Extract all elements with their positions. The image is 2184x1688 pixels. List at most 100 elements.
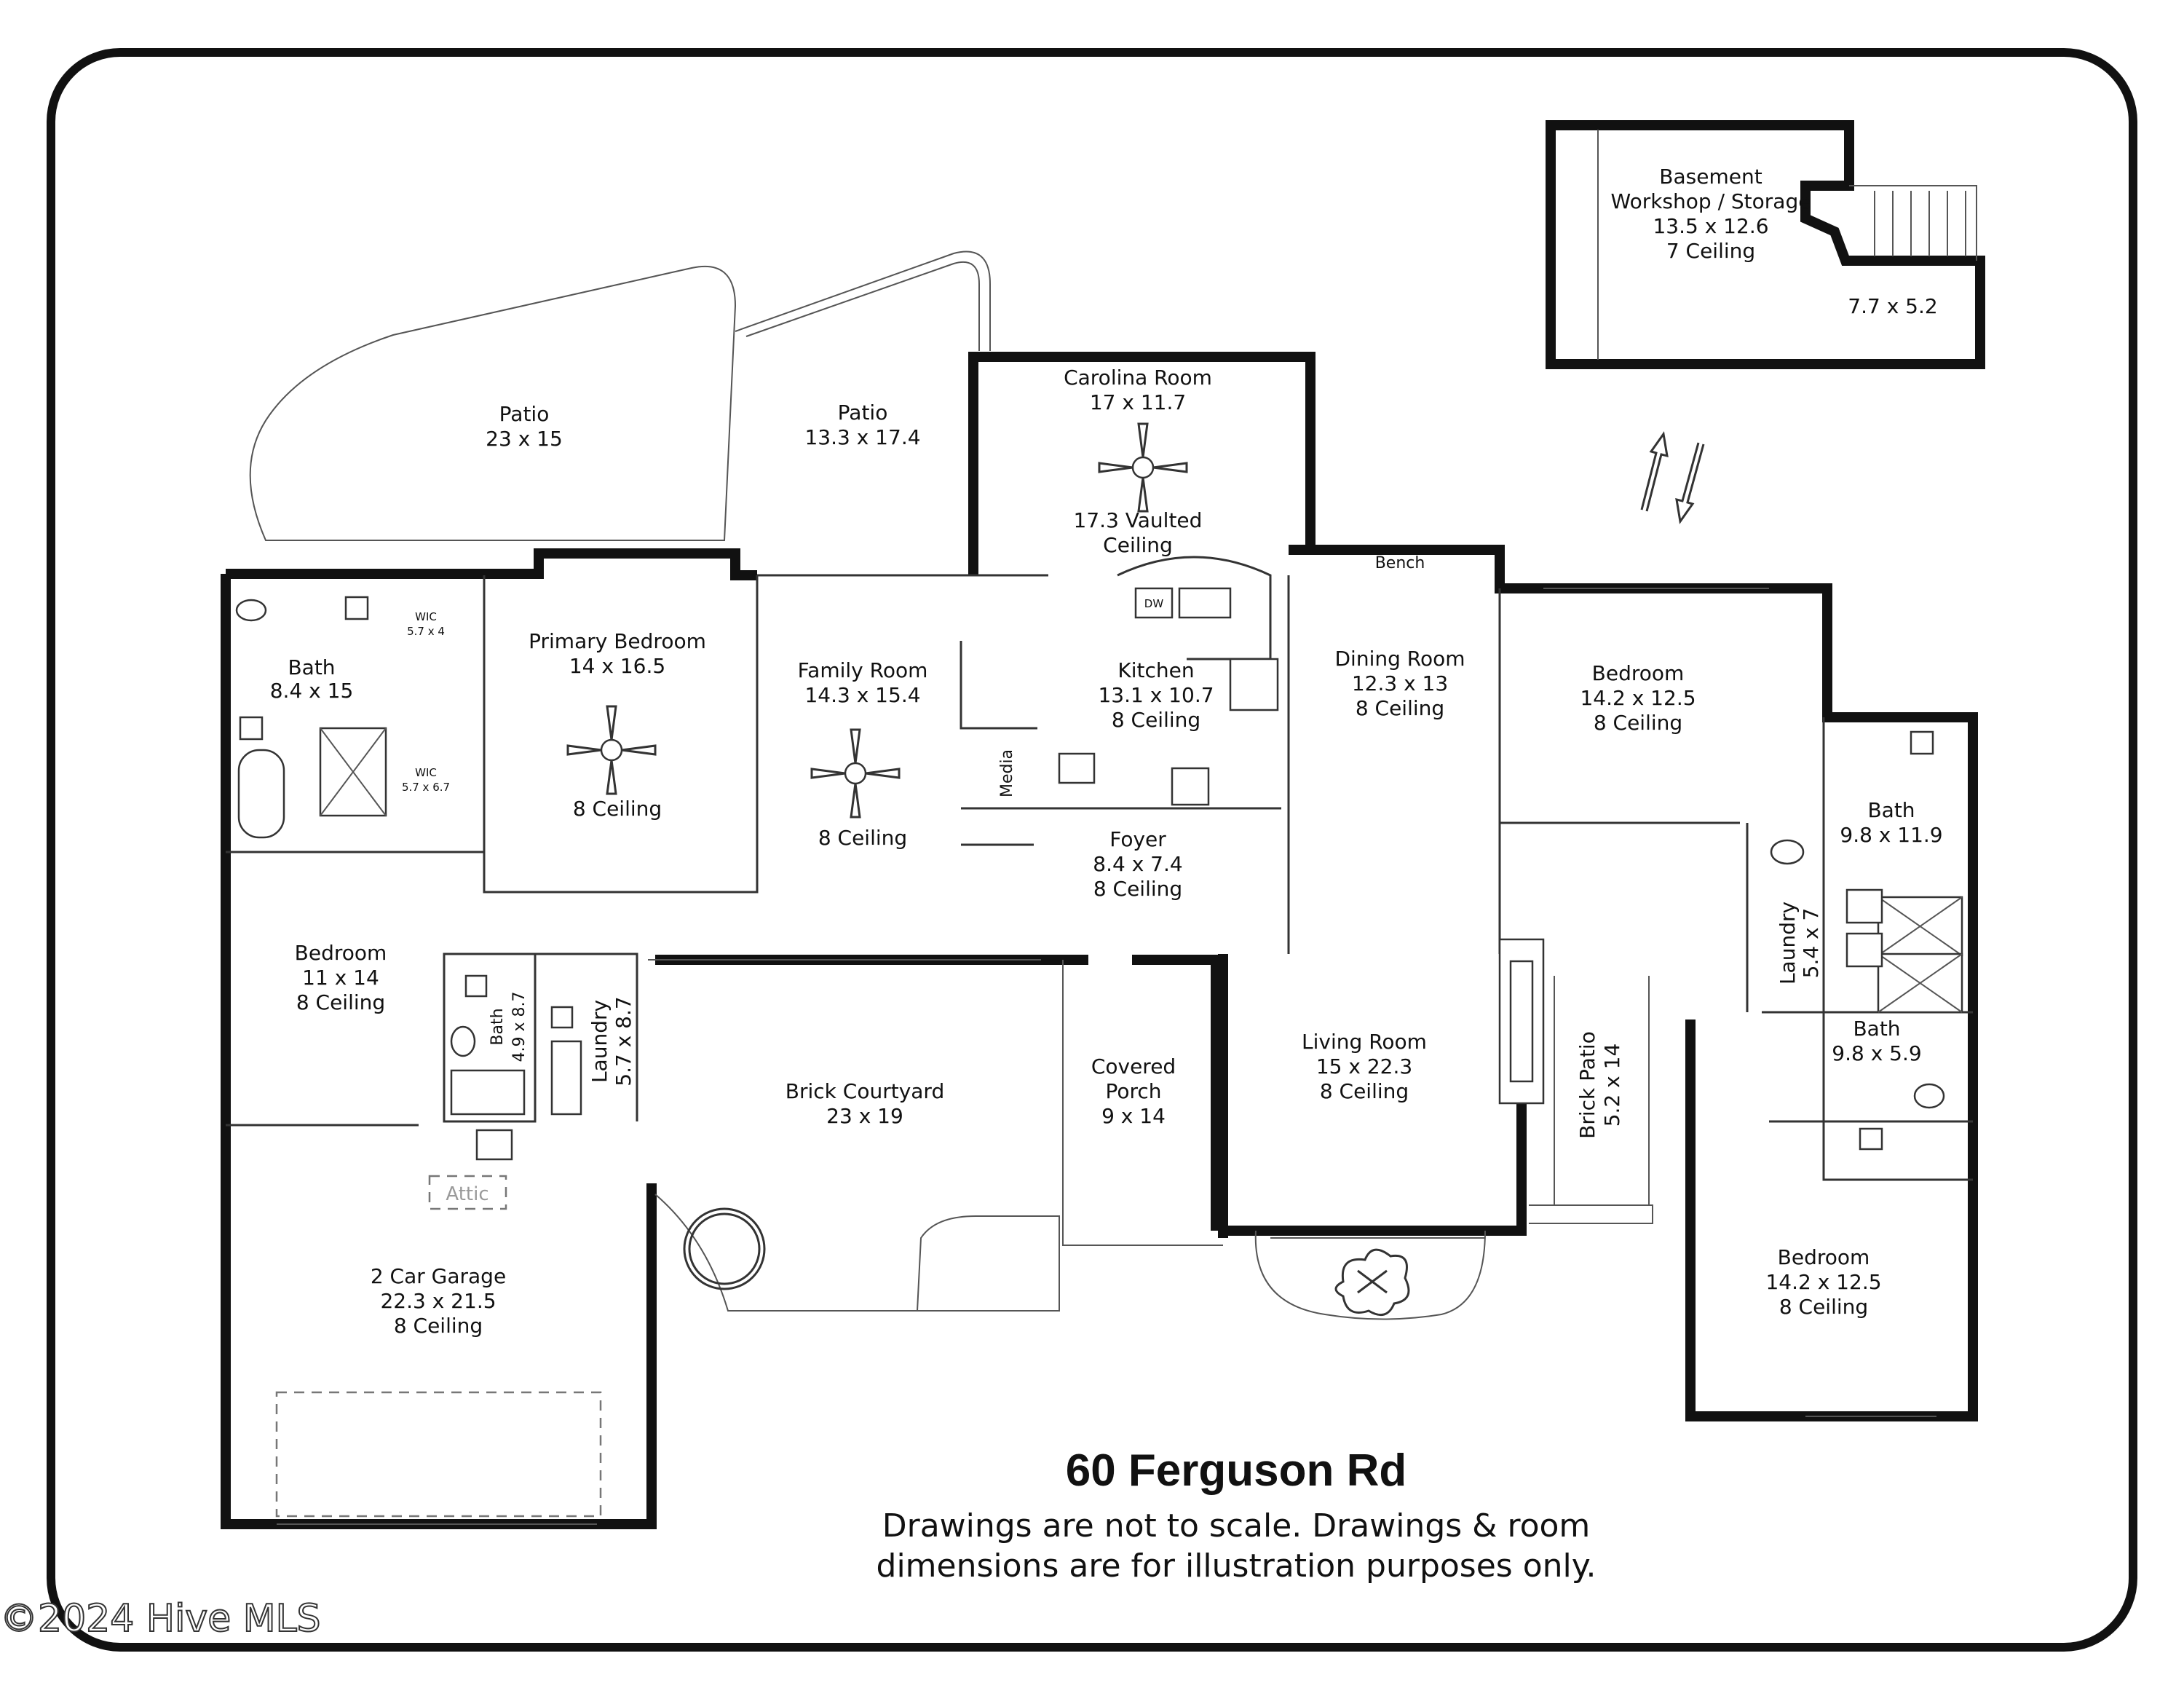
svg-text:Laundry: Laundry (1776, 902, 1800, 985)
svg-text:Living Room: Living Room (1302, 1030, 1427, 1054)
family-room-label: Family Room 14.3 x 15.4 8 Ceiling (798, 658, 928, 850)
svg-text:Bedroom: Bedroom (1778, 1245, 1870, 1269)
disclaimer-line-2: dimensions are for illustration purposes… (877, 1547, 1597, 1585)
oven-box (1058, 752, 1096, 784)
svg-text:22.3 x 21.5: 22.3 x 21.5 (380, 1289, 496, 1313)
svg-text:Dining Room: Dining Room (1334, 647, 1465, 671)
svg-text:13.5 x 12.6: 13.5 x 12.6 (1653, 214, 1768, 238)
bedroom-ne-label: Bedroom 14.2 x 12.5 8 Ceiling (1580, 661, 1696, 735)
fireplace-icon (1498, 938, 1545, 1105)
svg-text:13.1 x 10.7: 13.1 x 10.7 (1098, 683, 1214, 707)
courtyard-planter (683, 1207, 766, 1290)
svg-text:15 x 22.3: 15 x 22.3 (1316, 1054, 1412, 1078)
bathtub-icon (237, 749, 526, 1116)
ceiling-fan-icon (1098, 422, 1188, 513)
tree-icon (1334, 1248, 1410, 1317)
svg-text:8 Ceiling: 8 Ceiling (1356, 696, 1444, 720)
bedroom-w-label: Bedroom 11 x 14 8 Ceiling (295, 941, 387, 1014)
svg-text:Ceiling: Ceiling (1103, 533, 1173, 557)
svg-text:8 Ceiling: 8 Ceiling (1320, 1079, 1409, 1103)
svg-text:Primary Bedroom: Primary Bedroom (529, 629, 706, 653)
shower-icon (319, 727, 1963, 1014)
basement-label: Basement Workshop / Storage 13.5 x 12.6 … (1611, 165, 1938, 318)
patio-left-outline (249, 265, 737, 541)
svg-text:8 Ceiling: 8 Ceiling (573, 797, 662, 821)
laundry-e-label: Laundry 5.4 x 7 (1776, 902, 1823, 985)
svg-text:7 Ceiling: 7 Ceiling (1666, 239, 1755, 263)
svg-text:8 Ceiling: 8 Ceiling (1093, 877, 1182, 901)
svg-text:14.3 x 15.4: 14.3 x 15.4 (804, 683, 920, 707)
garage-label: 2 Car Garage 22.3 x 21.5 8 Ceiling (371, 1264, 506, 1338)
page-frame (47, 48, 2137, 1652)
dishwasher-label: DW (1144, 597, 1164, 610)
svg-text:Family Room: Family Room (798, 658, 928, 682)
svg-text:Laundry: Laundry (587, 1000, 612, 1083)
windows (277, 588, 1936, 1525)
svg-text:8.4 x 15: 8.4 x 15 (270, 679, 354, 703)
attic-box (428, 1175, 507, 1210)
svg-text:Bedroom: Bedroom (1592, 661, 1685, 685)
page-title: 60 Ferguson Rd (1066, 1446, 1407, 1496)
svg-text:9.8 x 11.9: 9.8 x 11.9 (1840, 823, 1942, 847)
wic1-label: WIC 5.7 x 4 (407, 610, 445, 638)
sink-icon (239, 596, 1934, 1161)
svg-text:9.8 x 5.9: 9.8 x 5.9 (1832, 1041, 1921, 1065)
svg-text:8 Ceiling: 8 Ceiling (296, 990, 385, 1014)
svg-text:7.7 x 5.2: 7.7 x 5.2 (1848, 294, 1937, 318)
disclaimer-line-1: Drawings are not to scale. Drawings & ro… (882, 1507, 1591, 1545)
primary-bath-label: Bath 8.4 x 15 (270, 655, 354, 703)
svg-text:Bath: Bath (488, 1008, 507, 1045)
brick-patio-label: Brick Patio 5.2 x 14 (1575, 1031, 1624, 1139)
courtyard-label: Brick Courtyard 23 x 19 (786, 1079, 944, 1128)
laundry-w-label: Laundry 5.7 x 8.7 (587, 996, 636, 1086)
garage-door-outline (275, 1391, 602, 1518)
patio-mid-outline (735, 251, 991, 351)
svg-text:Brick Courtyard: Brick Courtyard (786, 1079, 944, 1103)
north-arrow-icon (1640, 431, 1705, 524)
svg-text:8 Ceiling: 8 Ceiling (1594, 711, 1682, 735)
svg-text:23 x 15: 23 x 15 (486, 427, 563, 451)
attic-label: Attic (446, 1183, 488, 1205)
svg-text:Basement: Basement (1659, 165, 1762, 189)
svg-text:Workshop / Storage: Workshop / Storage (1611, 189, 1811, 213)
svg-text:4.9 x 8.7: 4.9 x 8.7 (510, 992, 529, 1062)
washer-dryer-icon (550, 888, 1883, 1116)
svg-text:8 Ceiling: 8 Ceiling (1112, 708, 1200, 732)
living-room-label: Living Room 15 x 22.3 8 Ceiling (1302, 1030, 1427, 1103)
carolina-room-label: Carolina Room 17 x 11.7 17.3 Vaulted Cei… (1064, 366, 1212, 557)
patio-mid-label: Patio 13.3 x 17.4 (804, 401, 920, 449)
bath-w-label: Bath 4.9 x 8.7 (488, 992, 529, 1062)
svg-text:17.3 Vaulted: 17.3 Vaulted (1074, 508, 1203, 532)
ceiling-fan-icon (566, 705, 657, 795)
svg-text:Covered: Covered (1091, 1054, 1176, 1078)
svg-text:Kitchen: Kitchen (1117, 658, 1194, 682)
interior-walls (226, 574, 1973, 1181)
svg-text:Patio: Patio (838, 401, 888, 425)
svg-text:14.2 x 12.5: 14.2 x 12.5 (1765, 1270, 1881, 1294)
svg-text:Patio: Patio (499, 402, 550, 426)
svg-text:12.3 x 13: 12.3 x 13 (1352, 671, 1448, 695)
svg-text:23 x 19: 23 x 19 (826, 1104, 903, 1128)
primary-bedroom-label: Primary Bedroom 14 x 16.5 8 Ceiling (529, 629, 706, 821)
svg-text:8.4 x 7.4: 8.4 x 7.4 (1093, 852, 1182, 876)
svg-text:5.4 x 7: 5.4 x 7 (1799, 908, 1823, 979)
kitchen-counter (1117, 556, 1279, 806)
kitchen-label: Kitchen 13.1 x 10.7 8 Ceiling (1098, 658, 1214, 732)
svg-text:Bedroom: Bedroom (295, 941, 387, 965)
svg-text:Bench: Bench (1375, 554, 1425, 572)
svg-text:13.3 x 17.4: 13.3 x 17.4 (804, 425, 920, 449)
svg-text:2 Car Garage: 2 Car Garage (371, 1264, 506, 1288)
svg-text:5.2 x 14: 5.2 x 14 (1600, 1044, 1624, 1127)
porch-outlines (654, 960, 1653, 1320)
svg-text:WIC: WIC (415, 610, 437, 623)
dining-room-label: Dining Room 12.3 x 13 8 Ceiling Bench (1334, 554, 1465, 720)
foyer-label: Foyer 8.4 x 7.4 8 Ceiling (1093, 827, 1182, 901)
svg-text:5.7 x 6.7: 5.7 x 6.7 (402, 781, 450, 794)
watermark: ©2024 Hive MLS (0, 1597, 321, 1641)
svg-text:Foyer: Foyer (1109, 827, 1166, 851)
bedroom-se-label: Bedroom 14.2 x 12.5 8 Ceiling (1765, 1245, 1881, 1319)
svg-text:17 x 11.7: 17 x 11.7 (1090, 390, 1186, 414)
svg-text:Bath: Bath (1867, 798, 1915, 822)
bath-e2-label: Bath 9.8 x 5.9 (1832, 1017, 1921, 1065)
svg-text:Carolina Room: Carolina Room (1064, 366, 1212, 390)
